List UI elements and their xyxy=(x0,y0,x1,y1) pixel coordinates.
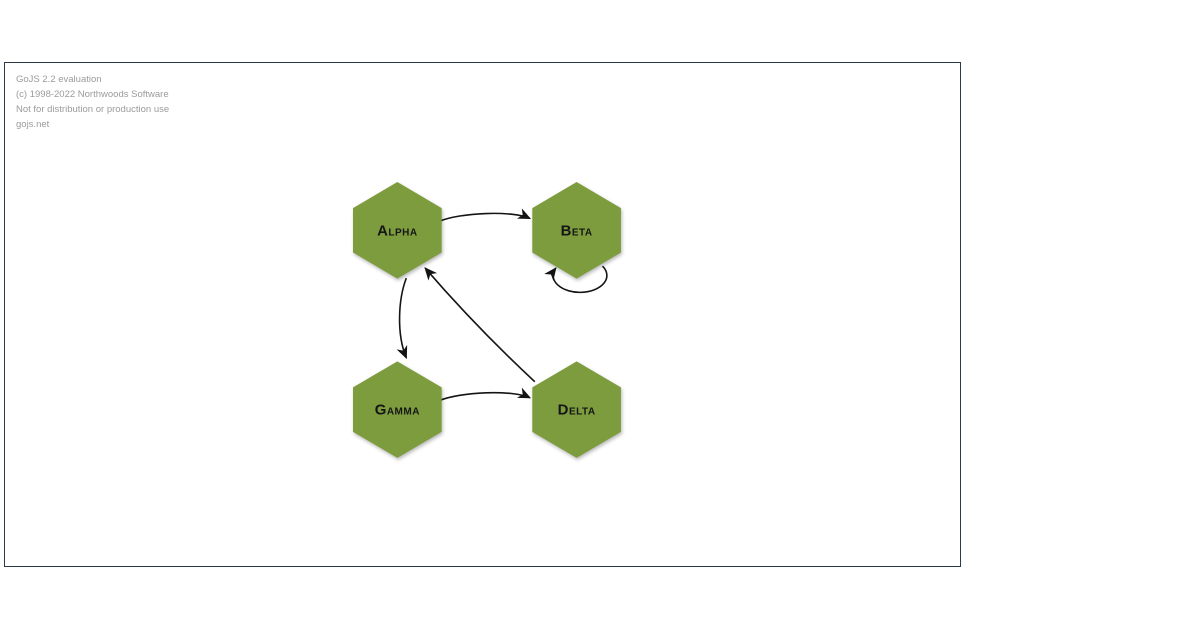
watermark-line-4: gojs.net xyxy=(16,119,50,130)
watermark-line-1: GoJS 2.2 evaluation xyxy=(16,74,102,85)
gojs-watermark: GoJS 2.2 evaluation (c) 1998-2022 Northw… xyxy=(16,72,169,132)
diagram-canvas[interactable]: GoJS 2.2 evaluation (c) 1998-2022 Northw… xyxy=(4,62,961,567)
watermark-line-2: (c) 1998-2022 Northwoods Software xyxy=(16,89,169,100)
node-label-alpha: Alpha xyxy=(377,222,418,239)
link-delta-to-alpha[interactable] xyxy=(424,267,536,383)
node-delta[interactable]: Delta xyxy=(532,361,621,458)
node-gamma[interactable]: Gamma xyxy=(353,361,442,458)
diagram-svg[interactable]: Alpha Beta Gamma Delta xyxy=(5,63,960,566)
link-beta-self-loop[interactable] xyxy=(544,265,608,294)
watermark-line-3: Not for distribution or production use xyxy=(16,104,170,115)
node-beta[interactable]: Beta xyxy=(532,182,621,279)
hexagon-shape xyxy=(532,182,621,279)
node-alpha[interactable]: Alpha xyxy=(353,182,442,279)
node-label-beta: Beta xyxy=(561,222,593,239)
node-label-delta: Delta xyxy=(558,402,596,419)
hexagon-shape xyxy=(353,182,442,279)
link-gamma-to-delta[interactable] xyxy=(438,387,532,402)
node-label-gamma: Gamma xyxy=(375,402,420,419)
hexagon-shape xyxy=(532,361,621,458)
hexagon-shape xyxy=(353,361,442,458)
link-alpha-to-beta[interactable] xyxy=(438,208,532,223)
link-alpha-to-gamma[interactable] xyxy=(396,277,408,360)
